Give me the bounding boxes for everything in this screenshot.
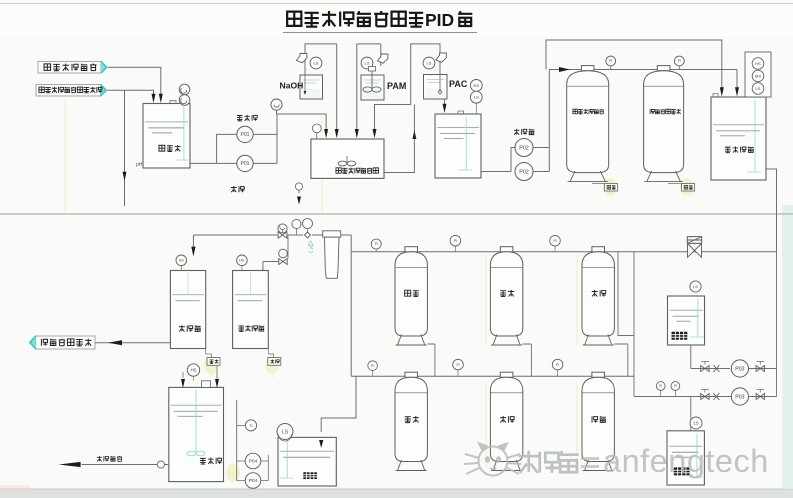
svg-text:Pi: Pi [678, 59, 681, 63]
svg-text:PID: PID [425, 10, 454, 30]
svg-text:Pi: Pi [609, 59, 612, 63]
svg-text:Pi: Pi [553, 239, 556, 243]
svg-text:PAM: PAM [387, 81, 406, 91]
svg-text:P03: P03 [735, 394, 744, 400]
svg-text:HS: HS [191, 368, 197, 373]
svg-text:P02: P02 [519, 145, 529, 151]
svg-text:Pi: Pi [375, 242, 378, 246]
svg-text:HS: HS [239, 259, 245, 263]
svg-text:LS: LS [693, 421, 698, 426]
svg-text:P03: P03 [735, 366, 744, 372]
svg-text:Pi: Pi [371, 364, 374, 368]
svg-text:P04: P04 [249, 478, 258, 484]
svg-text:PAC: PAC [449, 79, 468, 89]
svg-text:P01: P01 [241, 161, 250, 167]
svg-text:HS: HS [474, 83, 480, 88]
svg-text:HS: HS [179, 259, 185, 263]
svg-text:pH: pH [136, 162, 143, 168]
svg-text:Pi: Pi [456, 363, 459, 367]
svg-text:NaOH: NaOH [280, 81, 304, 91]
svg-text:P02: P02 [519, 169, 529, 175]
svg-text:anfengtech: anfengtech [603, 443, 769, 479]
svg-text:LS: LS [693, 284, 698, 289]
svg-text:LS: LS [365, 60, 370, 65]
svg-text:Pi: Pi [454, 239, 457, 243]
svg-text:LS: LS [282, 429, 289, 435]
svg-text:HS: HS [755, 61, 761, 66]
svg-text:P04: P04 [249, 459, 258, 465]
svg-text:LS: LS [314, 60, 319, 65]
svg-text:Pi: Pi [659, 384, 662, 388]
svg-text:LS: LS [427, 60, 432, 65]
svg-text:LS: LS [756, 86, 761, 91]
svg-text:Pi: Pi [556, 363, 559, 367]
svg-text:LS: LS [474, 95, 479, 100]
svg-text:Pi: Pi [674, 384, 677, 388]
svg-text:Ti: Ti [249, 424, 252, 428]
svg-text:P01: P01 [241, 132, 250, 138]
svg-text:MS: MS [755, 73, 761, 78]
